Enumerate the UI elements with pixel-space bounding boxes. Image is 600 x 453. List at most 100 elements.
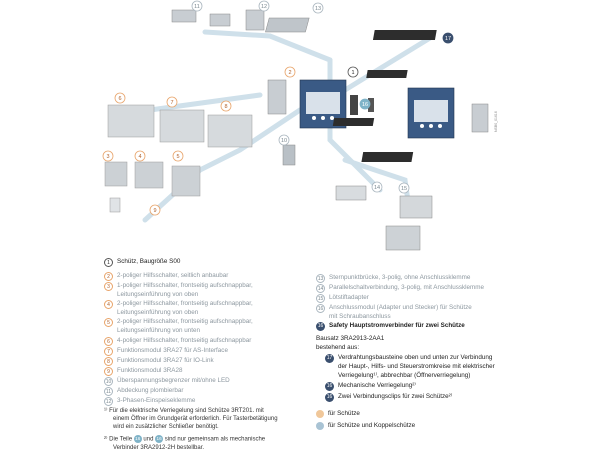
kit-item: 17 Verdrahtungsbausteine oben und unten z… <box>316 354 561 380</box>
legend-text: Abdeckung plombierbar <box>117 386 184 394</box>
side-aux-switch <box>267 79 287 115</box>
legend-text: 3-Phasen-Einspeiseklemme <box>117 396 196 404</box>
kit-title: Bausatz 3RA2913-2AA1 <box>316 335 385 343</box>
callout-number: 12 <box>261 4 267 10</box>
legend-callout: 16 <box>316 304 325 313</box>
top-accessory-group <box>171 9 310 33</box>
callout-number: 10 <box>281 138 287 144</box>
legend-callout: 15 <box>316 294 325 303</box>
callout-2: 2 <box>284 66 296 78</box>
kit-item: 16 Zwei Verbindungsclips für zwei Schütze… <box>316 393 561 403</box>
legend-text: Mechanische Verriegelung²⁾ <box>338 382 416 390</box>
callout-15: 15 <box>398 182 410 194</box>
legend-callout: 16 <box>325 393 334 403</box>
left-legend-item: 1 Schütz, Baugröße S00 <box>104 258 304 267</box>
callout-number: 11 <box>194 4 200 10</box>
color-swatch <box>316 410 324 419</box>
callout-11: 11 <box>191 0 203 12</box>
callout-number: 4 <box>138 154 141 160</box>
right-legend-item: 15 Lötstiftadapter <box>316 294 561 303</box>
callout-number: 5 <box>176 154 179 160</box>
callout-13: 13 <box>312 2 324 14</box>
legend-callout: 11 <box>104 386 113 396</box>
color-key-item: für Schütze <box>316 410 561 419</box>
callout-number: 15 <box>401 186 407 192</box>
callout-1: 1 <box>347 66 359 78</box>
legend-text: Schütz, Baugröße S00 <box>117 258 181 265</box>
function-modules <box>107 104 253 148</box>
legend-callout: 4 <box>104 300 113 310</box>
callout-10: 10 <box>278 134 290 146</box>
legend-text: Safety Hauptstromverbinder für zwei Schü… <box>329 322 465 330</box>
legend-text: Verdrahtungsbausteine oben und unten zur… <box>338 354 495 379</box>
callout-number: 1 <box>351 70 354 76</box>
cover-part <box>282 144 296 166</box>
legend-callout: 7 <box>104 346 113 356</box>
legend-text: Funktionsmodul 3RA27 für IO-Link <box>117 356 214 364</box>
callout-14: 14 <box>371 181 383 193</box>
left-legend-item: 10 Überspannungsbegrenzer mit/ohne LED <box>104 376 304 386</box>
color-key-label: für Schütze <box>328 410 360 418</box>
legend-callout: 13 <box>316 274 325 283</box>
legend-callout: 1 <box>104 258 113 267</box>
legend-text: 2-poliger Hilfsschalter, frontseitig auf… <box>117 300 253 316</box>
callout-17: 17 <box>442 32 454 44</box>
legend-callout: 2 <box>104 272 113 281</box>
callout-6: 6 <box>114 92 126 104</box>
wiring-modules <box>332 30 437 162</box>
legend-callout: 16 <box>325 382 334 392</box>
legend-text: 2-poliger Hilfsschalter, seitlich anbaub… <box>117 272 229 279</box>
callout-3: 3 <box>102 150 114 162</box>
left-legend-item: 11 Abdeckung plombierbar <box>104 386 304 396</box>
callout-number: 3 <box>106 154 109 160</box>
legend-text: Zwei Verbindungsclips für zwei Schütze²⁾ <box>338 393 453 401</box>
color-key-label: für Schütze und Koppelschütze <box>328 421 416 429</box>
callout-4: 4 <box>134 150 146 162</box>
callout-number: 7 <box>170 100 173 106</box>
callout-number: 9 <box>153 208 156 214</box>
legend-callout: 6 <box>104 336 113 346</box>
legend-text: 2-poliger Hilfsschalter, frontseitig auf… <box>117 318 253 334</box>
left-legend-item: 4 2-poliger Hilfsschalter, frontseitig au… <box>104 300 304 317</box>
legend-text: Überspannungsbegrenzer mit/ohne LED <box>117 376 230 384</box>
callout-number: 8 <box>224 104 227 110</box>
left-legend-item: 3 1-poliger Hilfsschalter, frontseitig au… <box>104 282 304 299</box>
connection-module-part <box>385 225 421 251</box>
callout-7: 7 <box>166 96 178 108</box>
legend-callout: 10 <box>104 376 113 386</box>
legend-text: Anschlussmodul (Adapter und Stecker) für… <box>329 304 472 320</box>
callout-number: 6 <box>118 96 121 102</box>
right-legend-item: 16 Anschlussmodul (Adapter und Stecker) f… <box>316 304 561 321</box>
contactor-right <box>407 87 455 139</box>
callout-12: 12 <box>258 0 270 12</box>
legend-text: Lötstiftadapter <box>329 294 369 301</box>
left-legend-item: 6 4-poliger Hilfsschalter, frontseitig au… <box>104 336 304 346</box>
side-label: NSB0_01616 <box>494 111 498 132</box>
legend-text: 4-poliger Hilfsschalter, frontseitig auf… <box>117 336 252 344</box>
legend-text: Parallelschaltverbindung, 3-polig, mit A… <box>329 284 485 291</box>
color-swatch <box>316 421 324 430</box>
legend-callout: 5 <box>104 318 113 328</box>
callout-number: 17 <box>445 36 451 42</box>
legend-text: 1-poliger Hilfsschalter, frontseitig auf… <box>117 282 253 298</box>
callout-8: 8 <box>220 100 232 112</box>
left-legend: 1 Schütz, Baugröße S00 2 2-poliger Hilfssch… <box>104 258 304 407</box>
callout-9: 9 <box>149 204 161 216</box>
legend-callout: 17 <box>325 354 334 364</box>
footnote-callout-2: 16 <box>155 435 164 444</box>
callout-number: 2 <box>288 70 291 76</box>
legend-callout: 3 <box>104 282 113 291</box>
footnotes: ¹⁾ Für die elektrische Verriegelung sind… <box>104 408 304 453</box>
adapter-part <box>399 195 433 219</box>
callout-5: 5 <box>172 150 184 162</box>
kit-subtitle: bestehend aus: <box>316 343 360 351</box>
